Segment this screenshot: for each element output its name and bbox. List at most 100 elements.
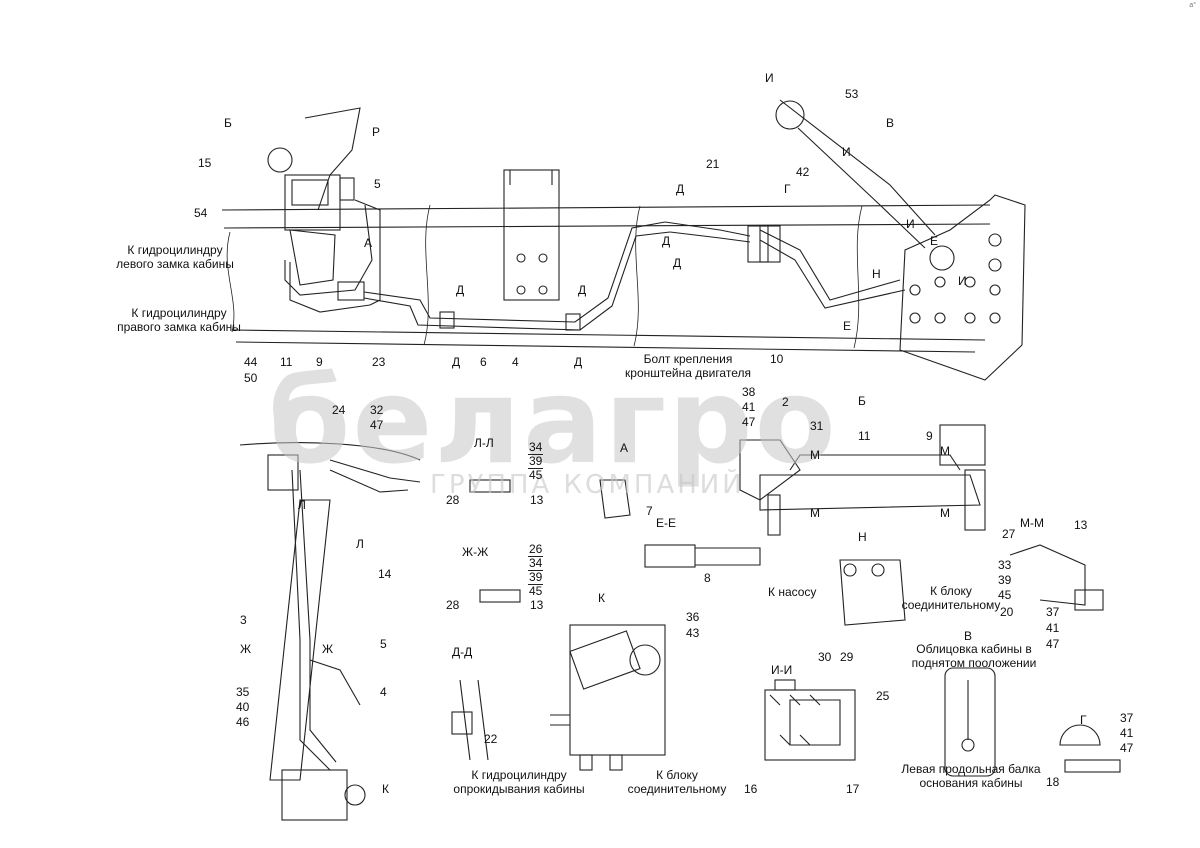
callout-9-beam: 9 (926, 429, 933, 443)
callout-9: 9 (316, 355, 323, 369)
left-vertical-pipe (239, 442, 421, 821)
callout-22: 22 (484, 732, 498, 746)
mark-d6: Д (574, 355, 583, 369)
callout-46: 46 (236, 715, 250, 729)
section-title-zhzh: Ж-Ж (462, 545, 489, 559)
callout-5: 5 (374, 177, 381, 191)
callout-47: 47 (742, 415, 756, 429)
callout-27: 27 (1002, 527, 1016, 541)
section-title-ll: Л-Л (474, 436, 494, 450)
callout-4: 4 (512, 355, 519, 369)
callout-10: 10 (770, 352, 784, 366)
caption-pump: К насосу (768, 585, 817, 599)
view-title-g: Г (1080, 713, 1087, 727)
stack-ll-item: 34 (529, 440, 543, 454)
callout-28-zh: 28 (446, 598, 460, 612)
callout-45: 45 (998, 588, 1012, 602)
section-title-mm: М-М (1020, 516, 1044, 530)
callout-17: 17 (846, 782, 860, 796)
callout-43: 43 (686, 626, 700, 640)
corner-mark: а° (1189, 2, 1196, 9)
valve-block-k (550, 624, 666, 771)
section-ii (764, 679, 856, 761)
mark-l1: Л (298, 498, 306, 512)
mark-e2: Е (843, 319, 852, 333)
callout-47-mm: 47 (1046, 637, 1060, 651)
mark-i2: И (842, 145, 851, 159)
caption-cab-raised: Облицовка кабины в поднятом пооложении (904, 642, 1044, 670)
cross-beam (739, 424, 986, 536)
mark-l2: Л (356, 537, 364, 551)
callout-47-pipe: 47 (370, 418, 384, 432)
callout-14: 14 (378, 567, 392, 581)
callout-28: 28 (446, 493, 460, 507)
mark-e1: Е (930, 234, 939, 248)
detail-views (469, 479, 1104, 626)
view-title-b-top: Б (224, 116, 232, 130)
caption-line: основания кабины (919, 776, 1023, 790)
view-title-a: А (620, 441, 629, 455)
callout-38: 38 (742, 385, 756, 399)
caption-tilt-cylinder: К гидроцилиндру опрокидывания кабины (434, 768, 604, 796)
view-title-v-top: В (886, 116, 895, 130)
caption-line: левого замка кабины (116, 257, 234, 271)
right-plate (899, 194, 1026, 381)
callout-13: 13 (530, 493, 544, 507)
watermark-logo: белагро (268, 352, 838, 490)
callout-18: 18 (1046, 775, 1060, 789)
callout-39: 39 (998, 573, 1012, 587)
callout-25: 25 (876, 689, 890, 703)
mark-zh2: Ж (322, 642, 334, 656)
callout-41-g: 41 (1120, 726, 1134, 740)
stack-ll-item: 39 (528, 454, 544, 468)
mark-g: Г (784, 182, 791, 196)
view-arrow-k: К (382, 782, 389, 796)
callout-4-pipe: 4 (380, 685, 387, 699)
caption-line: кронштейна двигателя (625, 366, 751, 380)
view-title-b-mid: Б (858, 394, 866, 408)
lift-cylinder (747, 99, 955, 309)
callout-2: 2 (782, 395, 789, 409)
caption-line: Левая продольная балка (901, 762, 1041, 776)
view-mark-a: А (364, 236, 373, 250)
detail-dd (451, 679, 489, 761)
mark-d3: Д (456, 283, 465, 297)
callout-7: 7 (646, 504, 653, 518)
callout-29: 29 (840, 650, 854, 664)
mark-i1: И (765, 71, 774, 85)
callout-36: 36 (686, 610, 700, 624)
mark-m4: М (940, 506, 950, 520)
stack-zhzh-item: 26 (529, 542, 543, 556)
caption-line: К гидроцилиндру (131, 306, 227, 320)
callout-47-g: 47 (1120, 741, 1134, 755)
mark-i3: И (906, 217, 915, 231)
callout-40: 40 (236, 700, 250, 714)
caption-line: К блоку (930, 584, 972, 598)
mark-d5: Д (452, 355, 461, 369)
mark-m2: М (810, 506, 820, 520)
callout-30: 30 (818, 650, 832, 664)
callout-42: 42 (796, 165, 810, 179)
stack-ll: 34 39 45 (528, 440, 544, 482)
caption-line: К гидроцилиндру (471, 768, 567, 782)
caption-line: К гидроцилиндру (127, 243, 223, 257)
callout-31: 31 (810, 419, 824, 433)
caption-line: опрокидывания кабины (453, 782, 585, 796)
callout-8: 8 (704, 571, 711, 585)
caption-beam: Левая продольная балка основания кабины (896, 762, 1046, 790)
stack-zhzh: 26 34 39 45 (528, 542, 544, 598)
view-title-v: В (964, 629, 973, 643)
mark-m3: М (940, 444, 950, 458)
section-title-dd: Д-Д (452, 645, 473, 659)
caption-line: Облицовка кабины в (916, 642, 1032, 656)
callout-41: 41 (742, 400, 756, 414)
callout-33: 33 (998, 558, 1012, 572)
caption-line: Болт крепления (643, 352, 733, 366)
mark-d1: Д (676, 182, 685, 196)
cab-raised-view (944, 667, 996, 777)
caption-line: правого замка кабины (117, 320, 241, 334)
mark-n: Н (872, 267, 881, 281)
caption-line: соединительному (627, 782, 727, 796)
caption-block-n: К блоку соединительному (896, 584, 1006, 612)
callout-21: 21 (706, 157, 720, 171)
